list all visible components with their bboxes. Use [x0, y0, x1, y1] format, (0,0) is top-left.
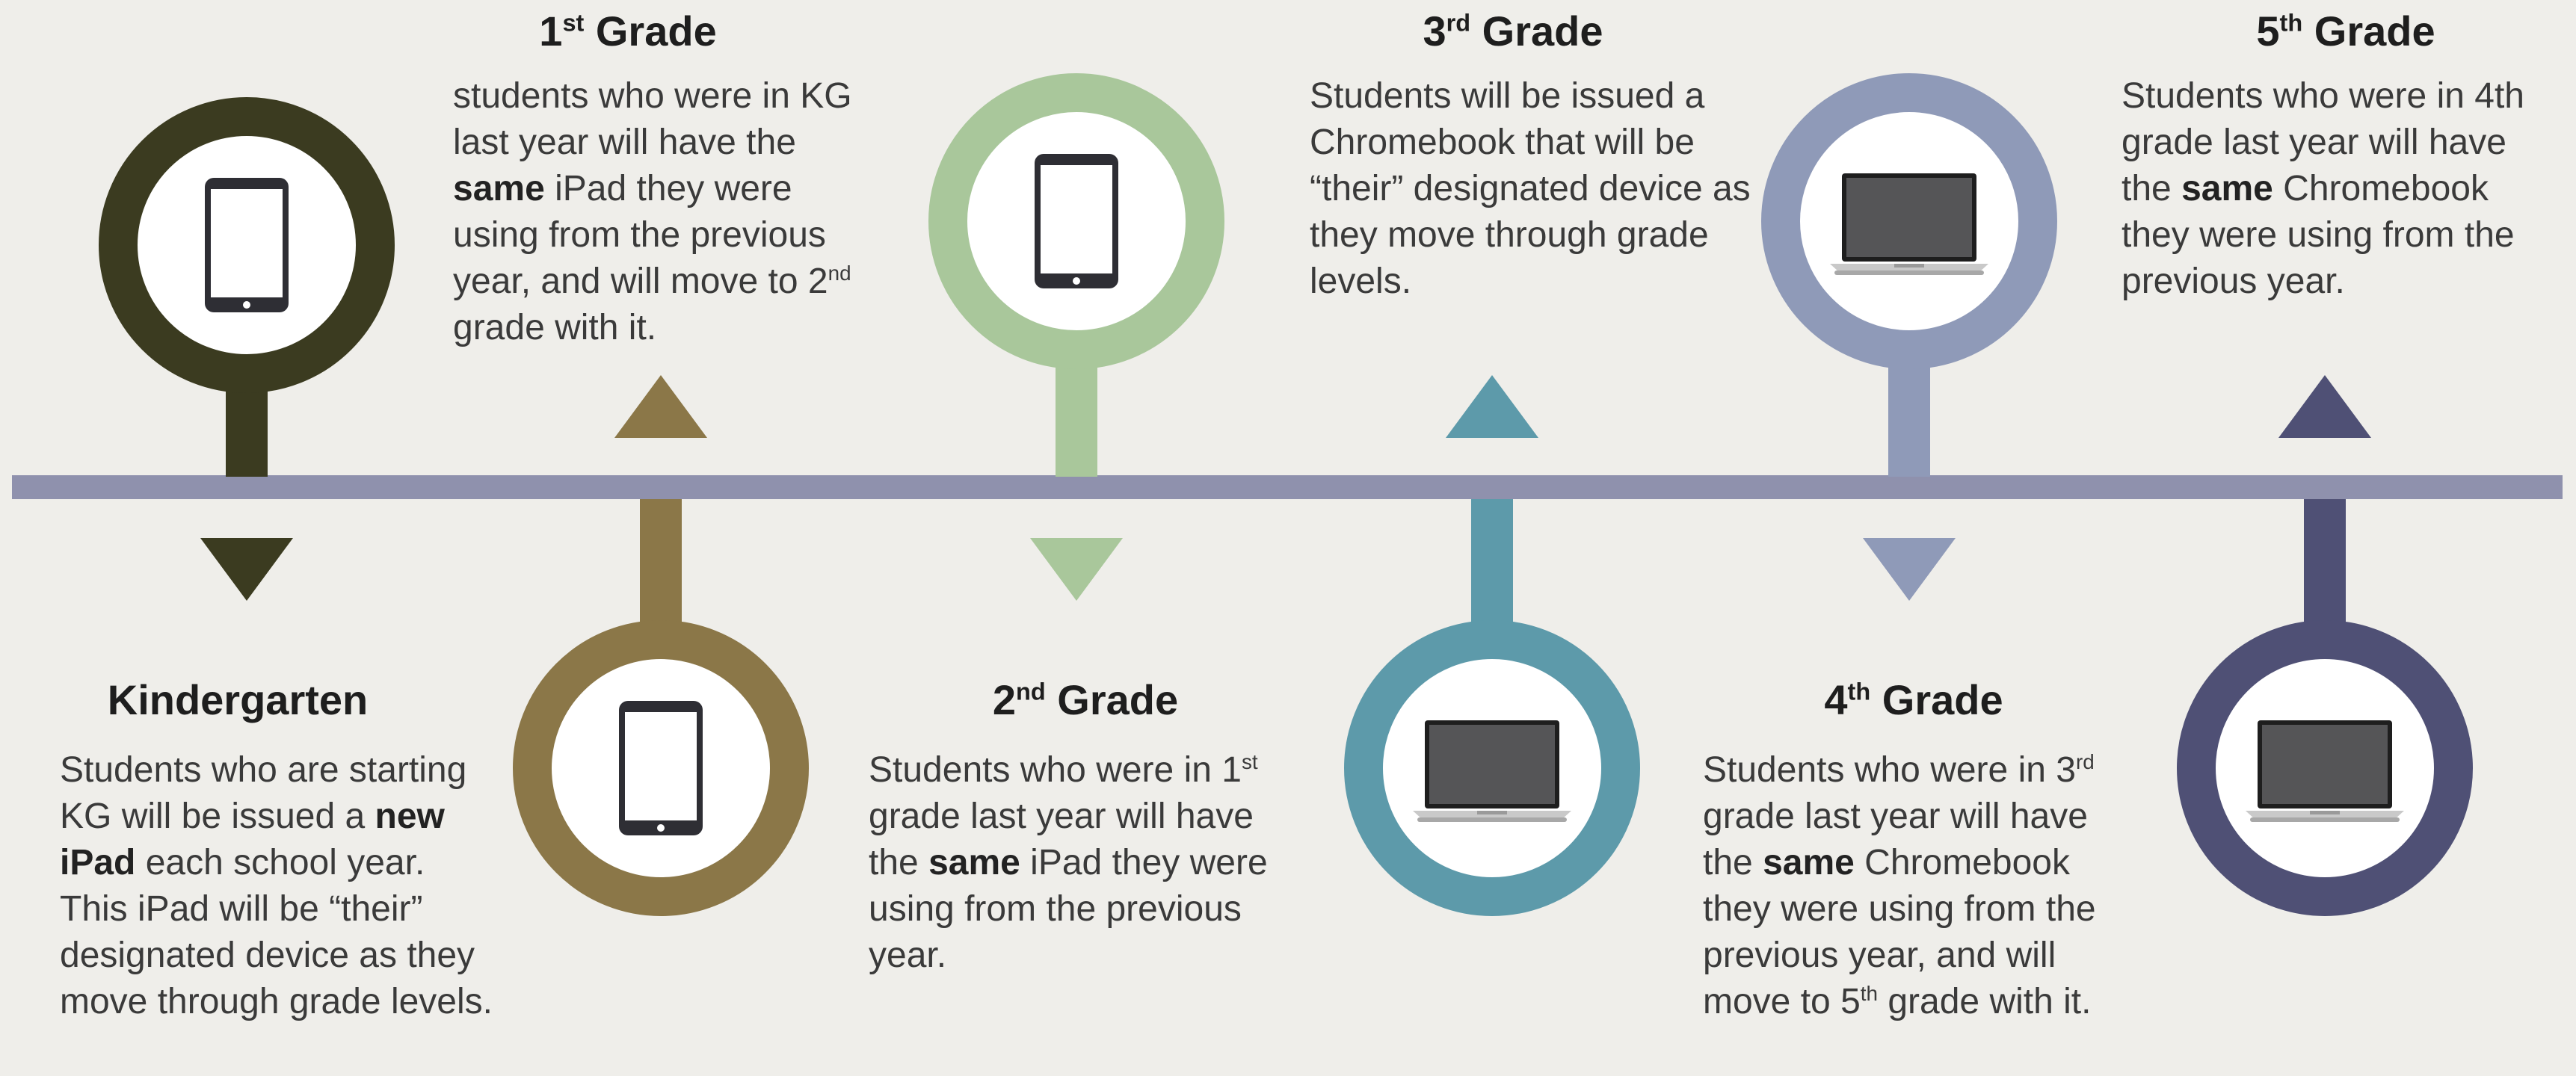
title-ordinal-suffix: th [1847, 678, 1871, 705]
ordinal-suffix: st [1241, 750, 1258, 773]
grade-2-title: 2nd Grade [861, 676, 1310, 724]
title-text: 1 [539, 7, 563, 55]
grade-5-connector-stem [2304, 499, 2346, 635]
description-text: each school year. This iPad will be “the… [60, 843, 493, 1021]
emphasis-text: same [928, 843, 1020, 882]
title-ordinal-suffix: st [562, 9, 585, 37]
grade-4-device-badge [1761, 73, 2057, 369]
description-text: Students who were in 1 [869, 750, 1242, 790]
grade-3-device-badge [1344, 620, 1640, 916]
description-text: Chromebook they were using from the prev… [1703, 843, 2096, 1021]
description-text: Students who were in 4th grade last year… [2121, 76, 2524, 208]
grade-1-up-arrow-icon [614, 375, 707, 438]
grade-4-laptop-icon [1830, 173, 1988, 275]
description-text: Chromebook they were using from the prev… [2121, 169, 2515, 301]
grade-3-laptop-icon [1413, 720, 1571, 822]
title-text: Kindergarten [107, 676, 369, 723]
grade-3-up-arrow-icon [1446, 375, 1538, 438]
description-text: grade last year will have the [1703, 797, 2088, 882]
title-grade-word: Grade [1045, 676, 1179, 723]
grade-4-title: 4th Grade [1704, 676, 2123, 724]
description-text: students who were in KG last year will h… [453, 76, 852, 162]
grade-1-connector-stem [640, 499, 682, 635]
description-text: grade with it. [1878, 982, 2092, 1021]
title-grade-word: Grade [584, 7, 717, 55]
grade-5-title: 5th Grade [2136, 7, 2555, 55]
grade-1-device-badge [513, 620, 809, 916]
title-ordinal-suffix: th [2279, 9, 2303, 37]
title-text: 5 [2256, 7, 2280, 55]
grade-1-description: students who were in KG last year will h… [453, 73, 887, 351]
kindergarten-description: Students who are starting KG will be iss… [60, 747, 493, 1025]
description-text: grade with it. [453, 308, 657, 347]
grade-2-description: Students who were in 1st grade last year… [869, 747, 1302, 979]
kindergarten-title: Kindergarten [28, 676, 447, 724]
title-text: 4 [1824, 676, 1848, 723]
grade-2-tablet-icon [1035, 154, 1118, 288]
title-ordinal-suffix: rd [1446, 9, 1471, 37]
grade-5-laptop-icon [2246, 720, 2404, 822]
timeline-bar [12, 475, 2563, 499]
emphasis-text: new iPad [60, 797, 445, 882]
grade-5-up-arrow-icon [2278, 375, 2371, 438]
ordinal-suffix: th [1860, 982, 1878, 1005]
description-text: iPad they were using from the previous y… [869, 843, 1268, 975]
description-text: Students who were in 3 [1703, 750, 2076, 790]
grade-5-description: Students who were in 4th grade last year… [2121, 73, 2540, 305]
title-grade-word: Grade [2302, 7, 2435, 55]
description-text: iPad they were using from the previous y… [453, 169, 828, 301]
description-text: Students who are starting KG will be iss… [60, 750, 467, 836]
kindergarten-tablet-icon [205, 178, 289, 312]
grade-3-title: 3rd Grade [1304, 7, 1722, 55]
description-text: grade last year will have the [869, 797, 1254, 882]
title-grade-word: Grade [1470, 7, 1603, 55]
grade-5-device-badge [2177, 620, 2473, 916]
title-ordinal-suffix: nd [1016, 678, 1046, 705]
ordinal-suffix: nd [828, 262, 851, 285]
kindergarten-device-badge [99, 97, 395, 393]
grade-2-down-arrow-icon [1030, 538, 1123, 601]
emphasis-text: same [1763, 843, 1855, 882]
grade-1-title: 1st Grade [419, 7, 837, 55]
title-text: 3 [1423, 7, 1446, 55]
grade-1-tablet-icon [619, 701, 703, 835]
grade-4-description: Students who were in 3rd grade last year… [1703, 747, 2136, 1025]
ordinal-suffix: rd [2075, 750, 2095, 773]
title-text: 2 [992, 676, 1017, 723]
grade-3-connector-stem [1471, 499, 1513, 635]
kindergarten-down-arrow-icon [200, 538, 293, 601]
emphasis-text: same [2181, 169, 2273, 208]
grade-3-description: Students will be issued a Chromebook tha… [1310, 73, 1758, 305]
grade-4-down-arrow-icon [1863, 538, 1956, 601]
grade-2-device-badge [928, 73, 1224, 369]
description-text: Students will be issued a Chromebook tha… [1310, 76, 1751, 301]
title-grade-word: Grade [1870, 676, 2003, 723]
emphasis-text: same [453, 169, 545, 208]
